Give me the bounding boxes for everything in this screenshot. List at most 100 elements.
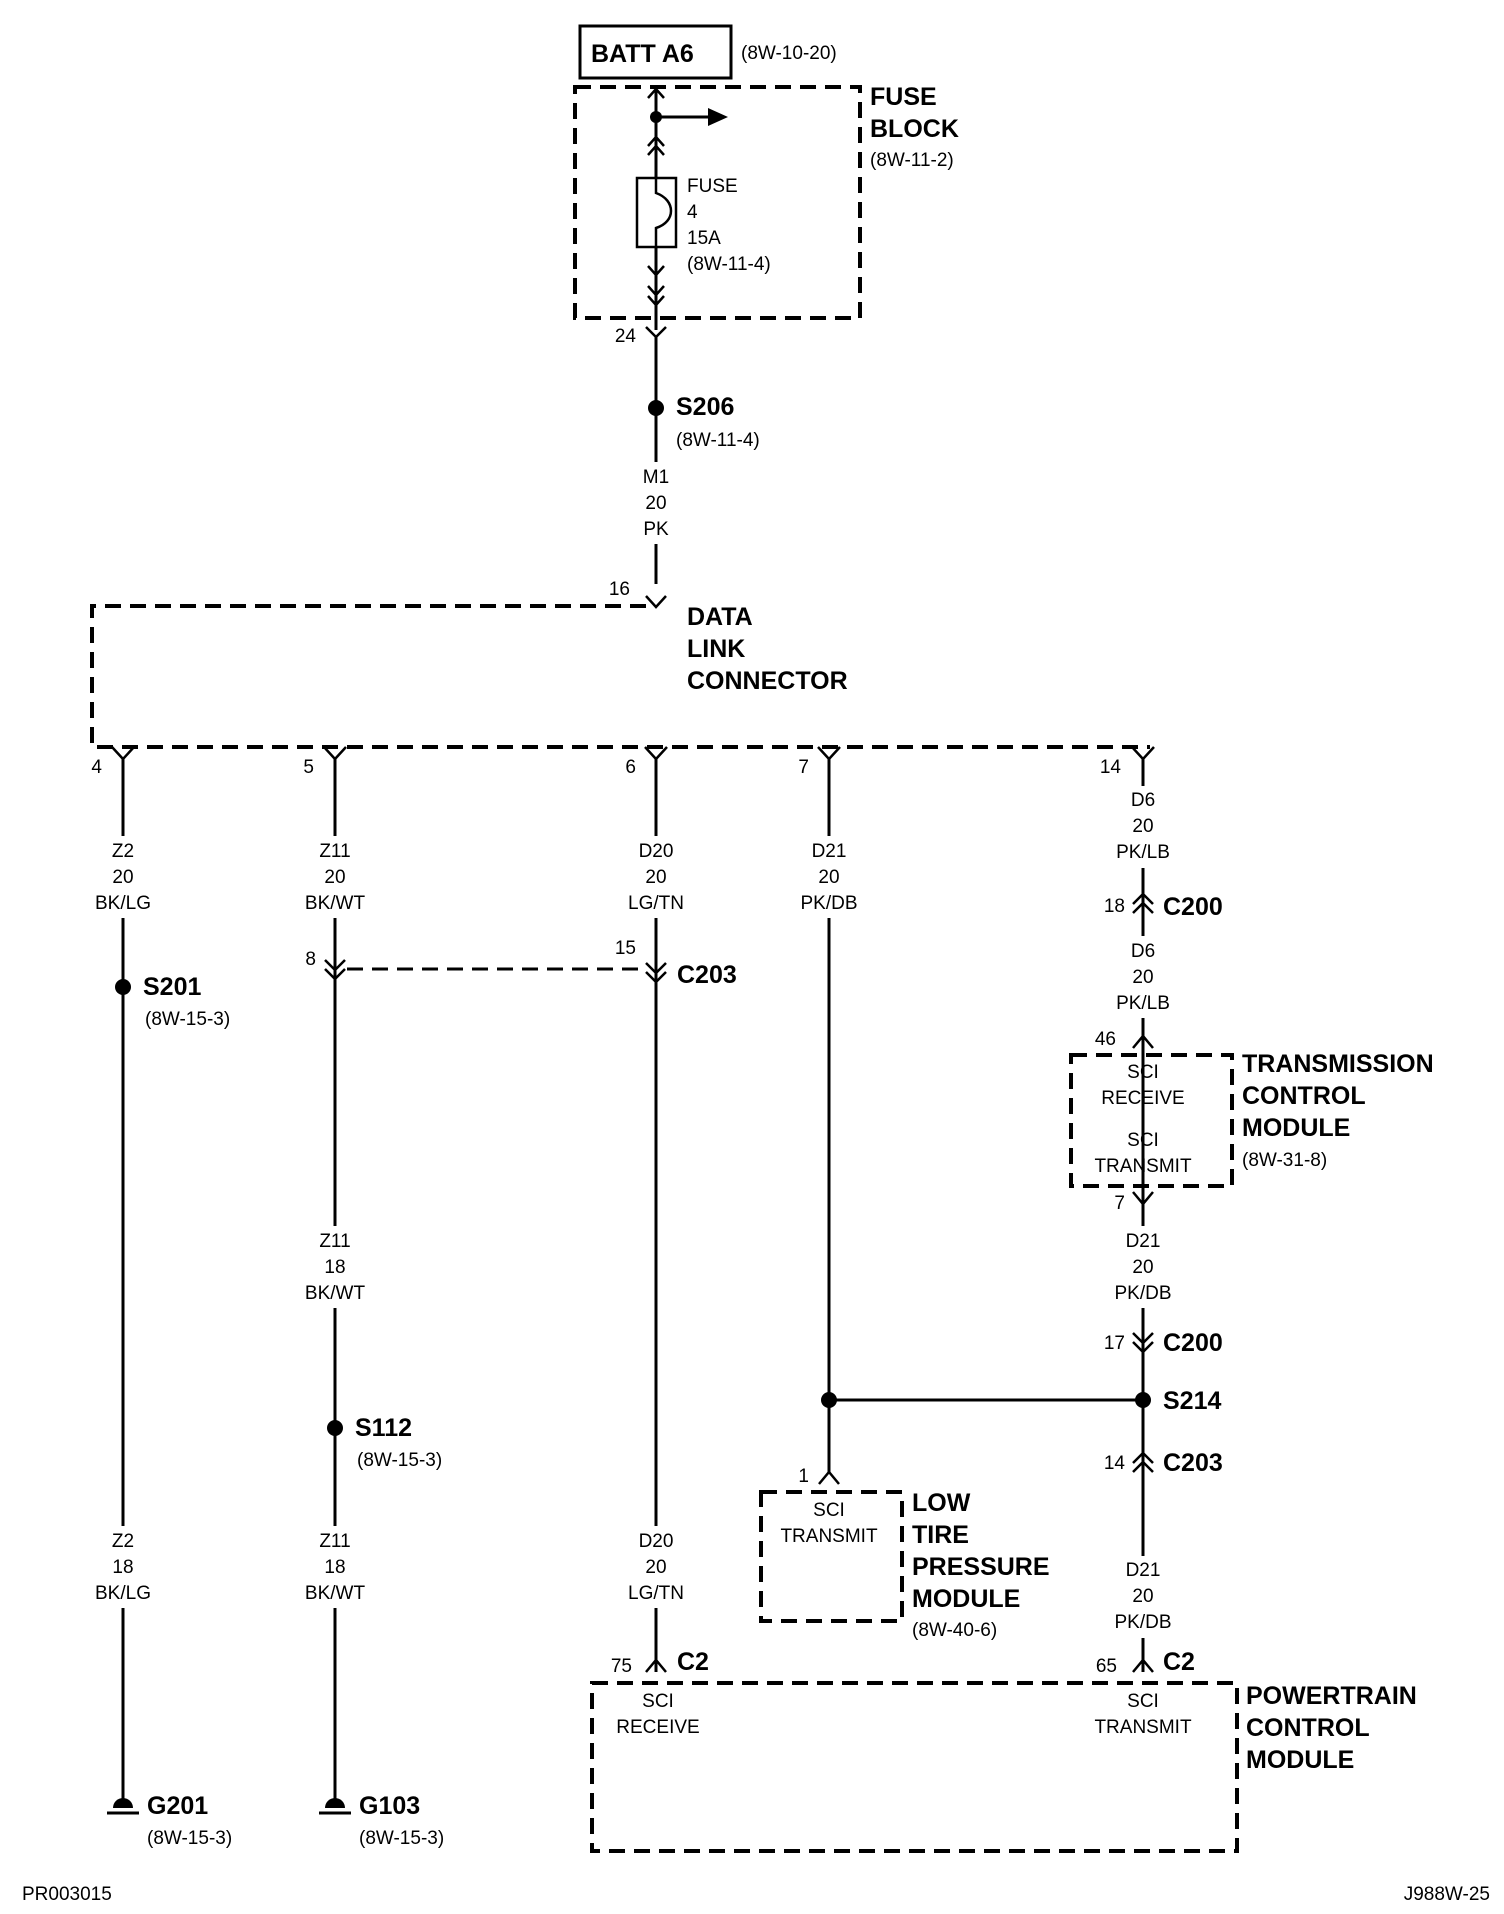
c200-pin17-connector-2 (1132, 1341, 1154, 1354)
d20-top-gauge: 20 (645, 867, 666, 888)
z11-20-color: BK/WT (305, 893, 366, 914)
c203-top-label: C203 (677, 961, 737, 989)
ltpm-pin1-connector (818, 1470, 840, 1485)
tcm-receive-1: SCI (1127, 1062, 1159, 1083)
m1-circuit: M1 (643, 467, 669, 488)
bus-terminal-top (647, 87, 665, 99)
d21-pcm-circuit: D21 (1126, 1560, 1161, 1581)
s214-splice-dot (1135, 1392, 1151, 1408)
tcm-outline (1069, 1053, 1234, 1188)
s206-ref: (8W-11-4) (676, 430, 760, 451)
d21-tcm-gauge: 20 (1132, 1257, 1153, 1278)
z2-18-color: BK/LG (95, 1583, 151, 1604)
c203-pin8-connector-2 (324, 968, 346, 981)
d6-b-label-bg (1106, 936, 1180, 1018)
z2-18-label-bg (92, 1526, 156, 1608)
fuse-out-terminal-1 (647, 265, 665, 277)
ltpm-label-4: MODULE (912, 1585, 1020, 1613)
tcm-label-1: TRANSMISSION (1242, 1050, 1434, 1078)
tcm-pin46: 46 (1095, 1029, 1116, 1050)
c203-pin15-connector-1 (645, 962, 667, 975)
fuse-block-ref: (8W-11-2) (870, 150, 954, 171)
dlc-label-3: CONNECTOR (687, 667, 848, 695)
c203-pin15-connector-2 (645, 971, 667, 984)
d6-a-circuit: D6 (1131, 790, 1155, 811)
battery-box (578, 24, 733, 80)
z11-20-gauge: 20 (324, 867, 345, 888)
d21-top-gauge: 20 (818, 867, 839, 888)
z11-18-b-gauge: 18 (324, 1557, 345, 1578)
tcm-receive-2: RECEIVE (1101, 1088, 1184, 1109)
g103-label: G103 (359, 1792, 420, 1820)
s112-ref: (8W-15-3) (357, 1450, 442, 1471)
z2-18-gauge: 18 (112, 1557, 133, 1578)
tcm-label-3: MODULE (1242, 1114, 1350, 1142)
z11-18-b-color: BK/WT (305, 1583, 366, 1604)
d20-bottom-label-bg (624, 1526, 688, 1608)
fuse-block-pin: 24 (615, 326, 637, 347)
z11-18-a-circuit: Z11 (319, 1231, 350, 1252)
d21-top-label-bg (796, 836, 862, 918)
z11-20-circuit: Z11 (319, 841, 350, 862)
d21-tcm-color: PK/DB (1114, 1283, 1171, 1304)
m1-color: PK (643, 519, 669, 540)
d6-a-label-bg (1106, 786, 1180, 868)
c203-bottom-label: C203 (1163, 1449, 1223, 1477)
pcm-label-1: POWERTRAIN (1246, 1682, 1417, 1710)
c203-pin14-connector-1 (1132, 1451, 1154, 1464)
z11-18-b-label-bg (302, 1526, 368, 1608)
c200-pin17: 17 (1104, 1333, 1125, 1354)
c200-pin18: 18 (1104, 896, 1125, 917)
ltpm-label-1: LOW (912, 1489, 971, 1517)
d20-bottom-circuit: D20 (639, 1531, 674, 1552)
d21-top-color: PK/DB (800, 893, 857, 914)
tcm-label-2: CONTROL (1242, 1082, 1366, 1110)
dlc-pin7: 7 (798, 757, 809, 778)
pcm-transmit-2: TRANSMIT (1094, 1717, 1192, 1738)
g201-label: G201 (147, 1792, 208, 1820)
d21-tcm-label-bg (1106, 1226, 1180, 1308)
d21-pcm-label-bg (1106, 1556, 1180, 1638)
pcm-receive-1: SCI (642, 1691, 674, 1712)
d21-pcm-gauge: 20 (1132, 1586, 1153, 1607)
d21-pcm-color: PK/DB (1114, 1612, 1171, 1633)
dlc-pin14: 14 (1100, 757, 1122, 778)
s214-label: S214 (1163, 1387, 1221, 1415)
dlc-pin5: 5 (303, 757, 314, 778)
ltpm-outline (759, 1490, 904, 1623)
fuse-label-2: 4 (687, 202, 698, 223)
s201-ref: (8W-15-3) (145, 1009, 230, 1030)
dlc-pin16: 16 (609, 579, 630, 600)
dlc-outline (90, 604, 1150, 749)
fuse-block-label-2: BLOCK (870, 115, 959, 143)
d21-tcm-circuit: D21 (1126, 1231, 1161, 1252)
pcm-c2-left: C2 (677, 1648, 709, 1676)
dlc-pin14-connector (1131, 746, 1155, 761)
pcm-outline (590, 1681, 1239, 1853)
pcm-pin75-connector (645, 1658, 667, 1673)
ltpm-pin1: 1 (798, 1466, 809, 1487)
c203-pin8: 8 (305, 949, 316, 970)
s206-splice-dot (648, 400, 664, 416)
tcm-transmit-2: TRANSMIT (1094, 1156, 1192, 1177)
pcm-receive-2: RECEIVE (616, 1717, 699, 1738)
fuse-out-terminal-2 (647, 285, 665, 297)
z2-20-circuit: Z2 (112, 841, 134, 862)
battery-ref: (8W-10-20) (741, 43, 837, 64)
d20-top-color: LG/TN (628, 893, 684, 914)
c203-pin14: 14 (1104, 1453, 1126, 1474)
dlc-pin6: 6 (625, 757, 636, 778)
ltpm-transmit-2: TRANSMIT (780, 1526, 878, 1547)
s201-splice-dot (115, 979, 131, 995)
m1-label-bg (636, 462, 676, 544)
fuse-block-outline (573, 85, 862, 320)
c203-pin15: 15 (615, 938, 636, 959)
battery-label: BATT A6 (591, 40, 694, 68)
tcm-ref: (8W-31-8) (1242, 1150, 1327, 1171)
c200-pin17-connector-1 (1132, 1332, 1154, 1345)
pcm-pin75: 75 (611, 1656, 632, 1677)
z11-20-label-bg (302, 836, 368, 918)
tcm-pin46-connector (1132, 1034, 1154, 1049)
bus-terminal-mid-2 (647, 144, 665, 156)
dlc-pin4: 4 (91, 757, 102, 778)
